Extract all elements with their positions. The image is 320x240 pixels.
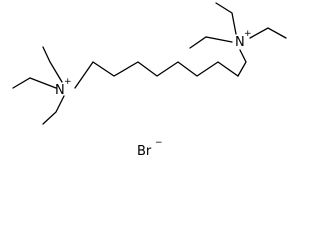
structure-diagram: N + N + Br − xyxy=(12,2,287,159)
left-nitrogen-label: N xyxy=(55,83,65,98)
decamethylene-chain xyxy=(74,49,247,89)
right-ethyl-left xyxy=(189,36,233,49)
bromide-charge: − xyxy=(155,138,163,148)
left-ethyl-lower xyxy=(42,95,65,125)
right-ethyl-groups xyxy=(189,2,287,49)
right-ethyl-right xyxy=(249,27,287,39)
left-ethyl-upper xyxy=(42,46,63,83)
right-nitrogen-label: N xyxy=(235,35,245,50)
left-nitrogen-charge: + xyxy=(64,77,72,87)
bromide-label: Br xyxy=(137,144,152,159)
left-ethyl-middle xyxy=(12,77,57,89)
right-nitrogen-charge: + xyxy=(244,29,252,39)
right-ethyl-upper xyxy=(215,2,237,35)
left-ethyl-groups xyxy=(12,46,65,125)
